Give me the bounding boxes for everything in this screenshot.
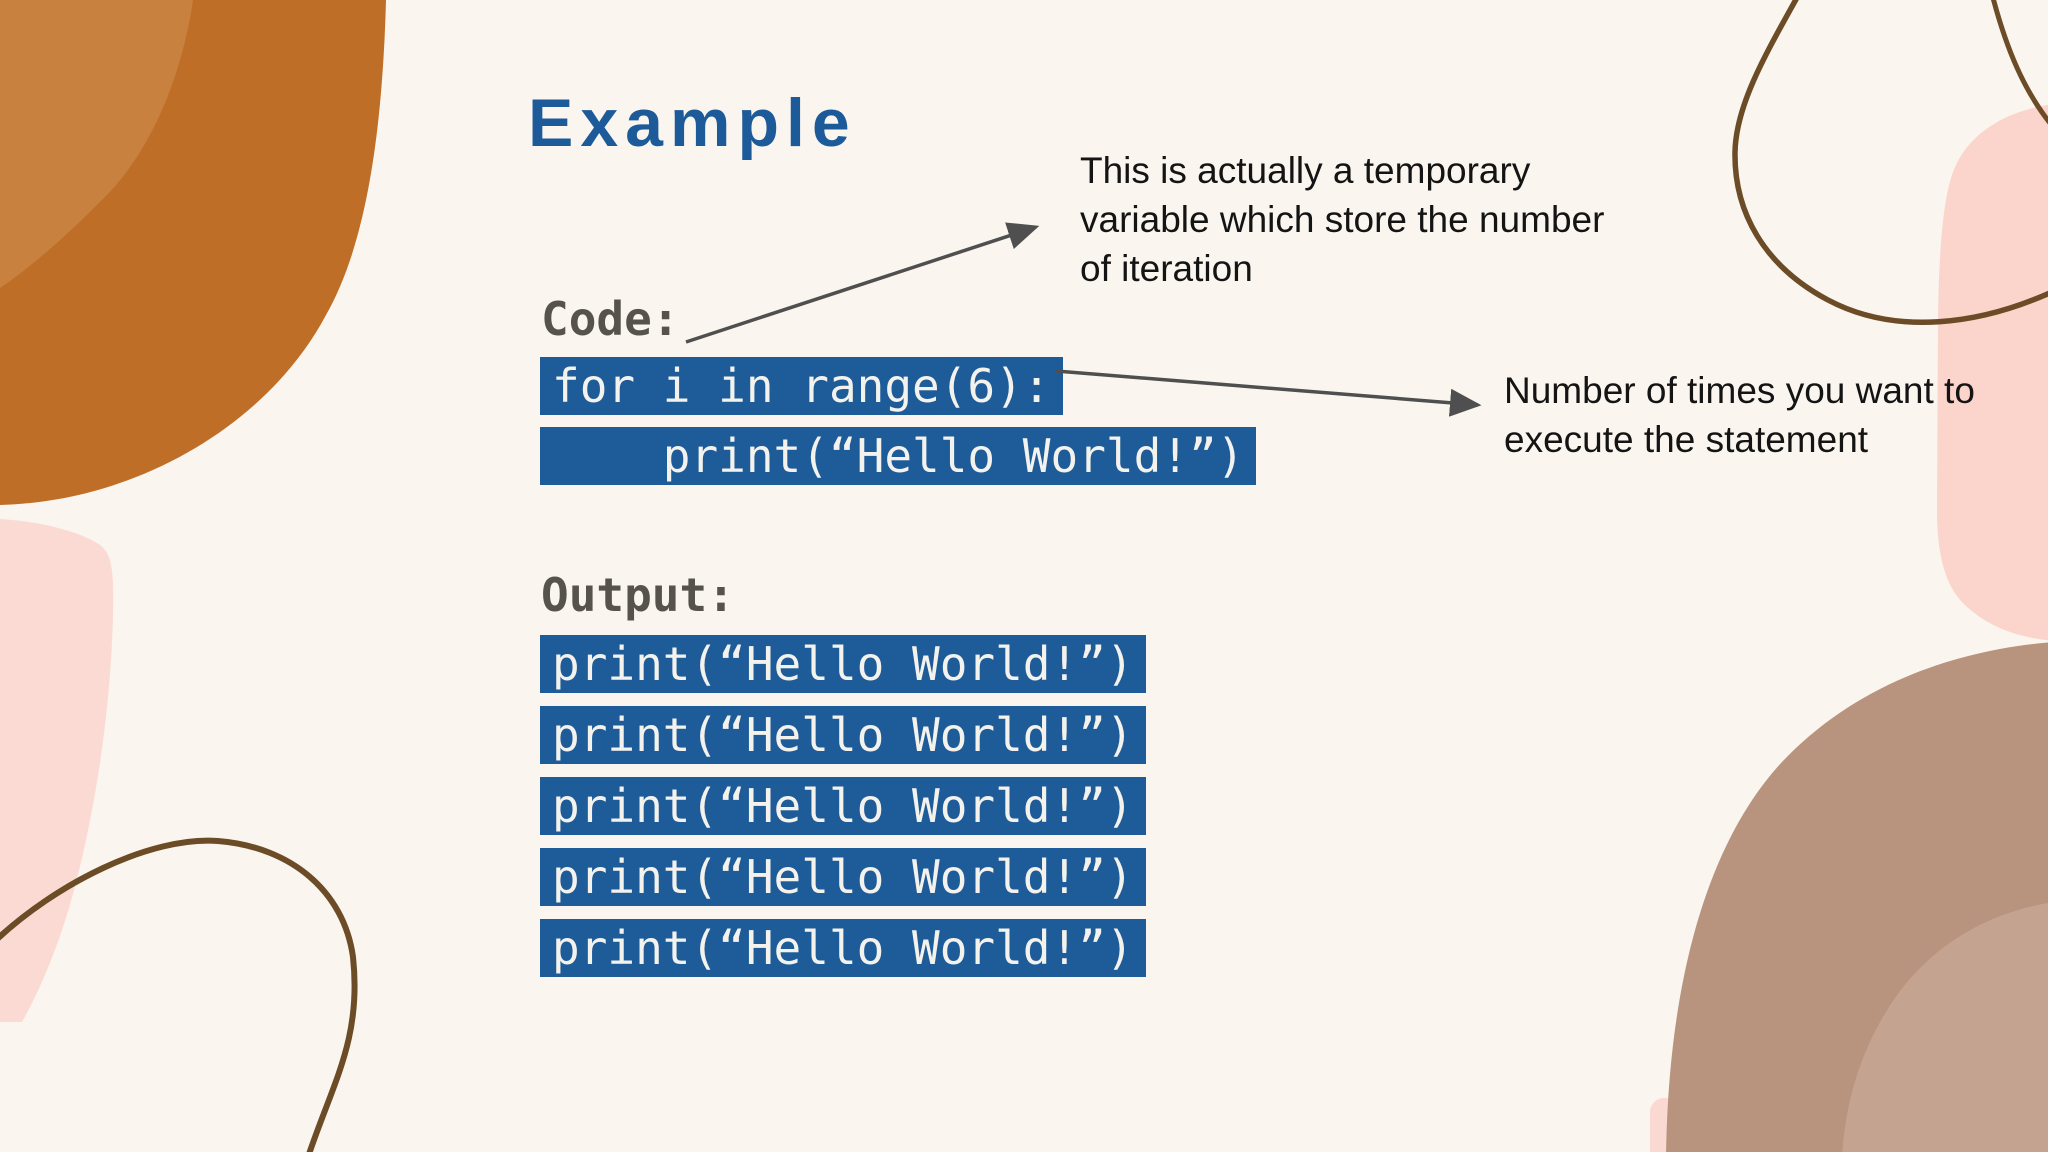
- output-line: print(“Hello World!”): [540, 919, 1146, 977]
- brown-curve-bottom-left: [0, 837, 358, 1152]
- output-line: print(“Hello World!”): [540, 635, 1146, 693]
- code-line: print(“Hello World!”): [540, 427, 1257, 485]
- output-section-label: Output:: [541, 568, 735, 622]
- tan-blob-light: [1842, 903, 2048, 1152]
- code-section-label: Code:: [541, 292, 680, 346]
- annotation-iteration-count: Number of times you want to execute the …: [1504, 370, 1975, 460]
- slide-title: Example: [528, 85, 857, 161]
- output-line: print(“Hello World!”): [540, 706, 1146, 764]
- output-line: print(“Hello World!”): [540, 777, 1146, 835]
- output-line: print(“Hello World!”): [540, 848, 1146, 906]
- pink-blob-right: [1937, 104, 2048, 641]
- code-line: for i in range(6):: [540, 357, 1063, 415]
- orange-blob-light: [0, 0, 193, 288]
- brown-curve-top-right: [1732, 0, 2048, 326]
- brown-curve-corner: [1991, 0, 2048, 125]
- code-block: for i in range(6): print(“Hello World!”): [540, 357, 1257, 497]
- pink-blob-left: [0, 519, 114, 1022]
- annotation-temp-variable: This is actually a temporary variable wh…: [1080, 150, 1605, 289]
- output-block: print(“Hello World!”) print(“Hello World…: [540, 635, 1146, 990]
